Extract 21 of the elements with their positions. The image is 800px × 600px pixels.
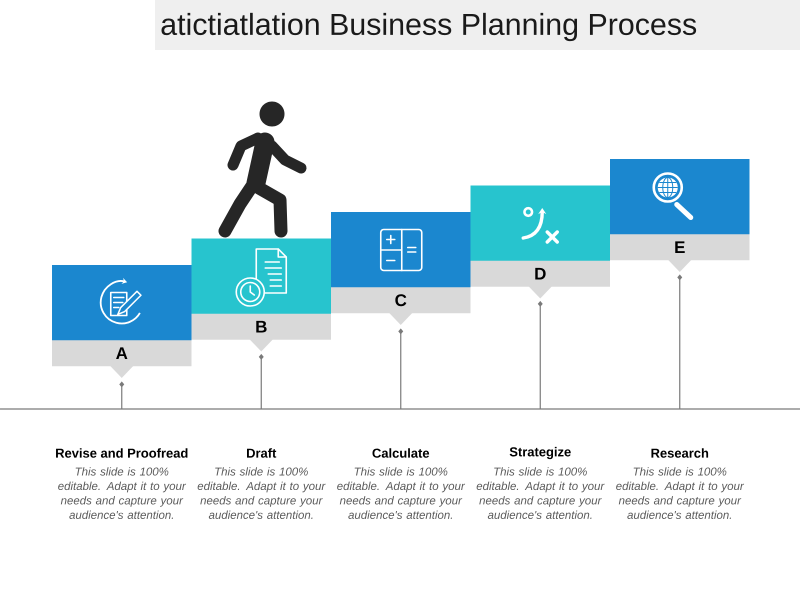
title: atictiatlation Business Planning Process xyxy=(155,0,800,50)
description-text: This slide is 100% editable. Adapt it to your needs and capture your audience's attention. xyxy=(58,467,186,519)
node-label: D xyxy=(535,268,546,280)
node-label: E xyxy=(675,241,685,254)
node-label: B xyxy=(256,320,267,333)
step-box: E xyxy=(610,159,750,272)
description-text: This slide is 100% editable. Adapt it to your needs and capture your audience's attention. xyxy=(616,467,744,519)
step-heading: Calculate xyxy=(372,448,430,458)
description-text: This slide is 100% editable. Adapt it to your needs and capture your audience's attention. xyxy=(476,467,605,519)
step-heading: Draft xyxy=(247,448,276,458)
step-heading: Research xyxy=(651,448,708,458)
step-box: D xyxy=(470,186,610,298)
description-text: This slide is 100% editable. Adapt it to your needs and capture your audience's attention. xyxy=(198,467,326,519)
step-heading: Revise and Proofread xyxy=(56,448,188,458)
step-box: B xyxy=(192,238,331,352)
node-label: C xyxy=(395,294,406,306)
step-box: C xyxy=(331,212,470,325)
description-text: This slide is 100% editable. Adapt it to your needs and capture your audience's attention. xyxy=(337,467,466,519)
step-heading: Strategize xyxy=(510,446,571,460)
step-box: A xyxy=(52,265,192,378)
node-label: A xyxy=(116,347,128,360)
